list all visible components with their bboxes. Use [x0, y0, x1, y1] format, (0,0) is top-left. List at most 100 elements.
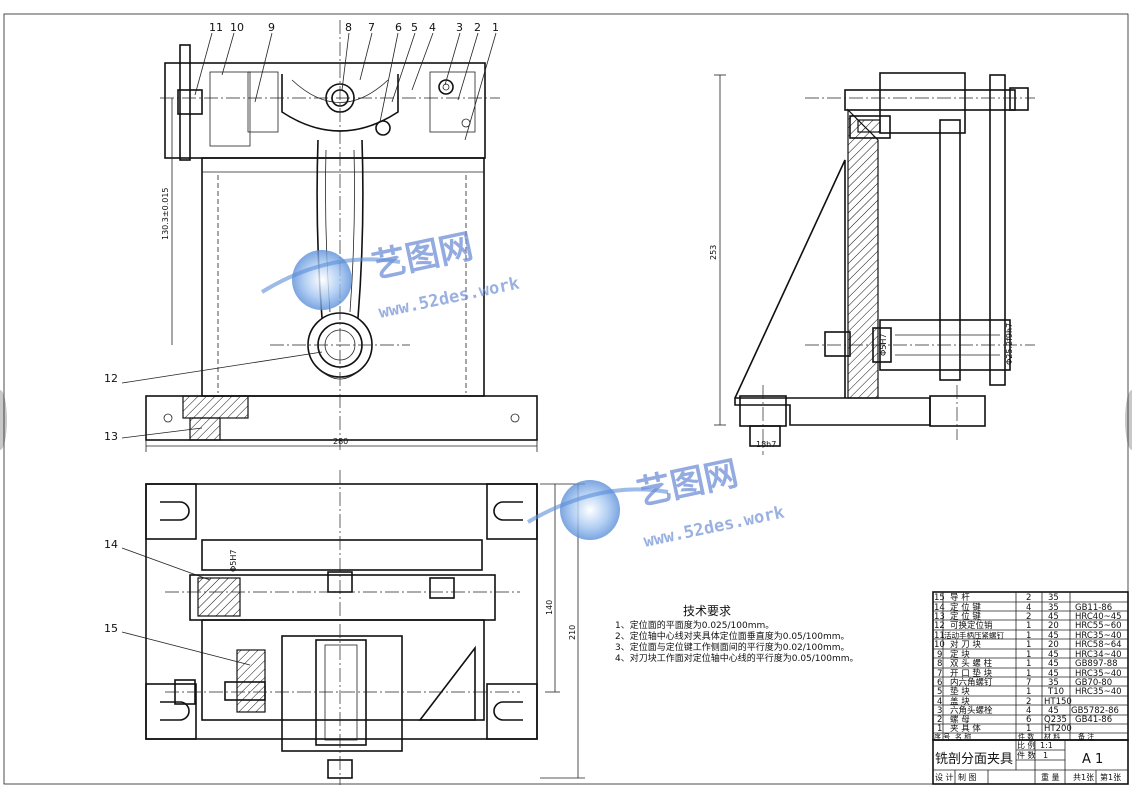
bom-no: 7 [937, 669, 942, 679]
callout-1: 1 [492, 21, 499, 34]
bom-qty: 1 [1026, 621, 1031, 631]
dim-side-pin: Φ25.2f9h7 [1005, 323, 1014, 365]
requirement-2: 2、定位轴中心线对夹具体定位面垂直度为0.05/100mm。 [615, 630, 850, 642]
bom-no: 13 [934, 612, 945, 622]
bom-name: 定 块 [950, 649, 970, 660]
side-view [714, 72, 1035, 455]
requirement-3: 3、定位面与定位键工作侧面间的平行度为0.02/100mm。 [615, 641, 850, 653]
dim-plan-hole: Φ5H7 [229, 550, 238, 573]
sheet-border [3, 13, 1129, 785]
sheet-number: 第1张 [1100, 772, 1121, 782]
bom-qty: 2 [1026, 612, 1031, 622]
count-value: 1 [1043, 751, 1048, 760]
bom-qty: 2 [1026, 593, 1031, 603]
bom-note: GB897-88 [1075, 659, 1118, 669]
requirement-1: 1、定位面的平面度为0.025/100mm。 [615, 619, 774, 631]
bom-no: 14 [934, 603, 945, 613]
bom-no: 1 [937, 724, 942, 734]
bom-name: 六角头螺栓 [950, 705, 993, 716]
watermark-name-1: 艺图网 [369, 226, 477, 286]
bom-qty: 1 [1026, 650, 1031, 660]
bom-note: HRC35~40 [1075, 669, 1122, 679]
bom-header-qty: 件 数 [1018, 732, 1034, 741]
bom-no: 10 [934, 640, 945, 650]
bom-mat: 45 [1048, 659, 1059, 669]
bom-mat: Q235 [1044, 715, 1067, 725]
bom-qty: 1 [1026, 724, 1031, 734]
drawn-label: 制 图 [958, 772, 977, 782]
bom-name: 活动手柄压紧螺钉 [944, 630, 1004, 640]
requirement-4: 4、对刀块工作面对定位轴中心线的平行度为0.05/100mm。 [615, 652, 859, 664]
bom-no: 2 [937, 715, 942, 725]
bom-note: HRC58~64 [1075, 640, 1122, 650]
bom-name: 盖 块 [950, 696, 970, 707]
bom-no: 4 [937, 697, 942, 707]
bom-no: 12 [934, 621, 945, 631]
callout-11: 11 [209, 21, 223, 34]
design-label: 设 计 [935, 772, 954, 782]
bom-qty: 1 [1026, 640, 1031, 650]
callout-7: 7 [368, 21, 375, 34]
bom-mat: 45 [1048, 706, 1059, 716]
bom-qty: 2 [1026, 697, 1031, 707]
dim-plan-210: 210 [568, 625, 577, 640]
left-scroll-edge[interactable] [0, 390, 7, 450]
bom-header-mat: 材 料 [1044, 732, 1060, 741]
watermark-name-2: 艺图网 [634, 453, 742, 513]
bom-header-note: 备 注 [1078, 732, 1094, 741]
callout-4: 4 [429, 21, 436, 34]
bom-qty: 1 [1026, 659, 1031, 669]
bom-name: 垫 块 [950, 686, 970, 697]
bom-note: HRC35~40 [1075, 687, 1122, 697]
watermark-logo-2: 艺图网 www.52des.work [526, 453, 786, 552]
bom-mat: 20 [1048, 640, 1059, 650]
callout-9: 9 [268, 21, 275, 34]
callout-12: 12 [104, 372, 118, 385]
front-view [145, 20, 538, 452]
callout-6: 6 [395, 21, 402, 34]
bom-name: 对 刀 块 [950, 639, 981, 650]
bom-no: 15 [934, 593, 945, 603]
bom-mat: 20 [1048, 621, 1059, 631]
bom-note: HRC35~40 [1075, 631, 1122, 641]
bom-mat: 45 [1048, 650, 1059, 660]
bom-note: GB5782-86 [1071, 706, 1119, 716]
bom-no: 8 [937, 659, 942, 669]
requirements-title: 技术要求 [683, 604, 731, 618]
sheets-total: 共1张 [1073, 773, 1094, 782]
bom-mat: T10 [1047, 687, 1064, 697]
bom-header-name: 名 称 [955, 732, 971, 741]
callout-8: 8 [345, 21, 352, 34]
callout-2: 2 [474, 21, 481, 34]
callout-3: 3 [456, 21, 463, 34]
drawing-number: A 1 [1082, 752, 1103, 767]
right-scroll-edge[interactable] [1125, 390, 1132, 450]
bom-name: 定 位 键 [950, 611, 981, 622]
callout-15: 15 [104, 622, 118, 635]
dim-side-small: Φ5H7 [879, 334, 888, 357]
weight-label: 重 量 [1041, 772, 1060, 782]
bom-name: 夹 具 体 [950, 723, 981, 734]
callout-10: 10 [230, 21, 244, 34]
bom-qty: 4 [1026, 603, 1031, 613]
dim-side-base: 18h7 [756, 440, 776, 449]
bom-no: 6 [937, 678, 942, 688]
bom-table-grid [932, 591, 1129, 741]
title-block-grid [932, 739, 1129, 785]
plan-view [145, 470, 585, 785]
bom-name: 内六角螺钉 [950, 677, 993, 688]
bom-qty: 1 [1026, 687, 1031, 697]
callout-14: 14 [104, 538, 118, 551]
callout-13: 13 [104, 430, 118, 443]
bom-mat: 35 [1048, 603, 1059, 613]
bom-name: 开 口 垫 块 [950, 668, 993, 679]
bom-note: GB70-80 [1075, 678, 1112, 688]
bom-note: HRC34~40 [1075, 650, 1122, 660]
bom-no: 11 [934, 631, 945, 641]
dim-front-height: 130.3±0.015 [161, 187, 170, 240]
bom-qty: 1 [1026, 669, 1031, 679]
bom-qty: 4 [1026, 706, 1031, 716]
dim-front-width: 280 [333, 437, 348, 446]
bom-name: 双 头 螺 柱 [950, 658, 993, 669]
